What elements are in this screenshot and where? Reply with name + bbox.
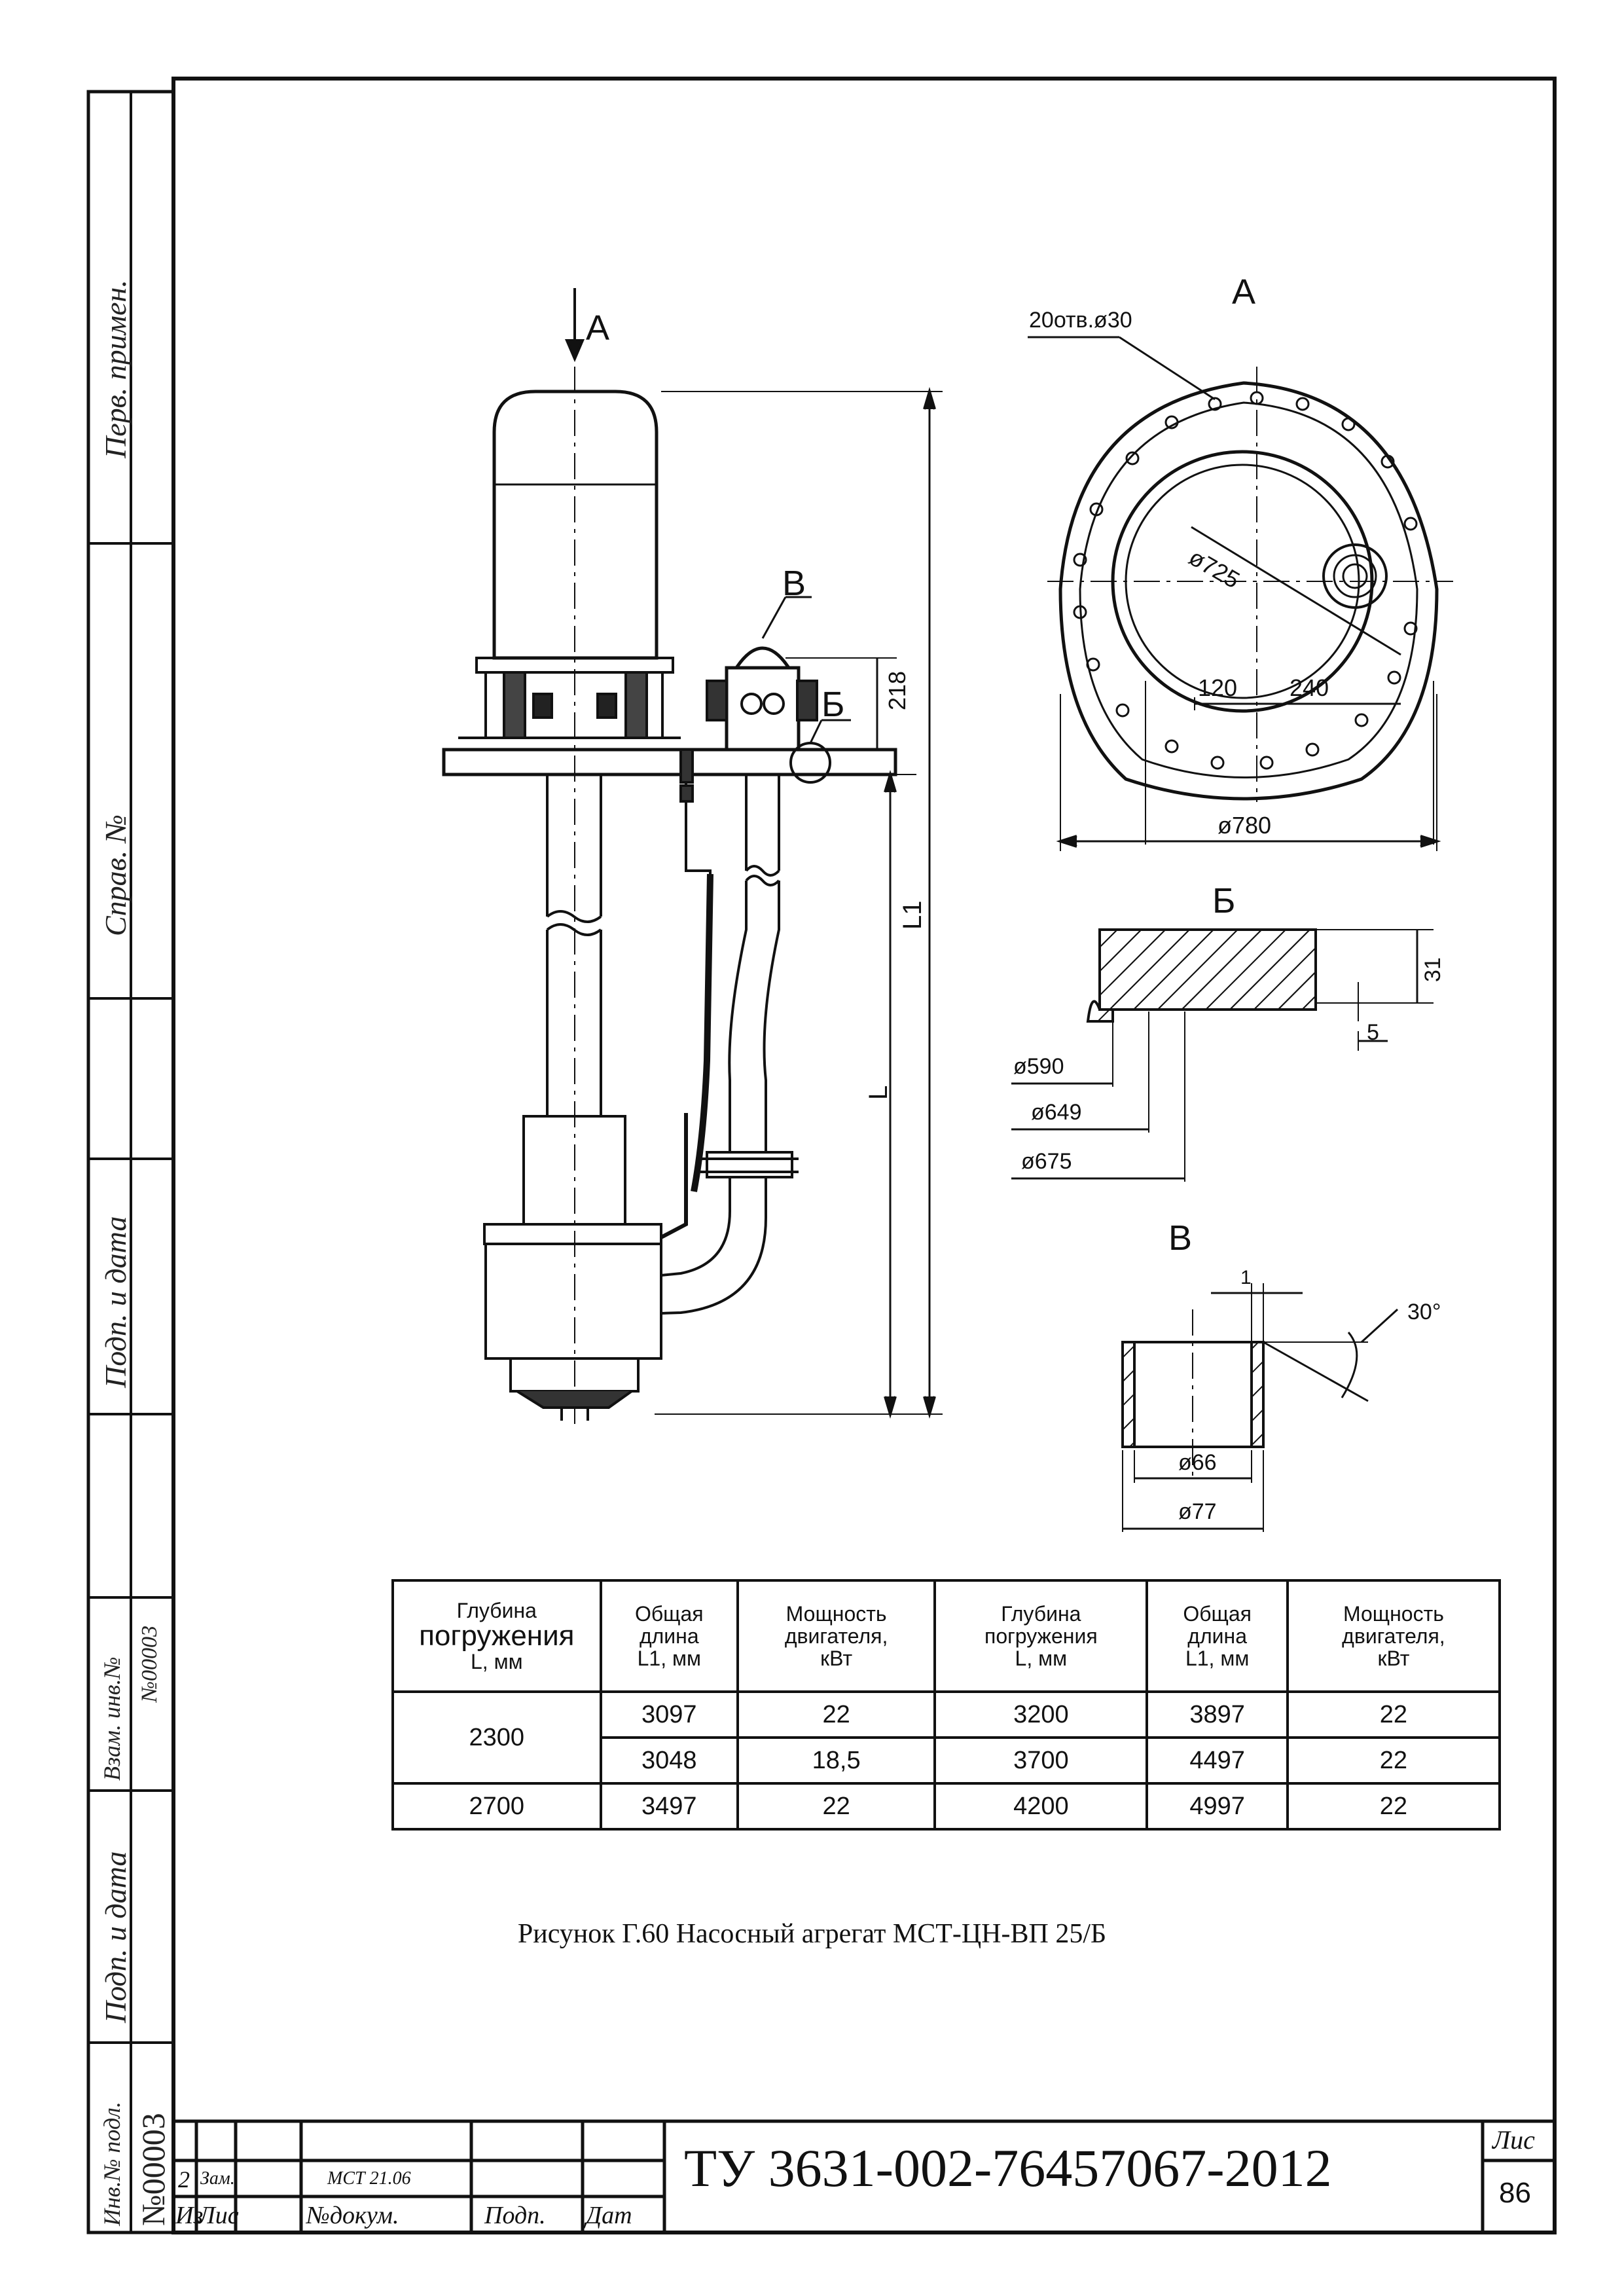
header-power: Мощность двигателя, кВт [736,1579,937,1693]
dim-L-label: L [864,1085,893,1100]
cell-length-2: 4497 [1146,1736,1289,1785]
view-a-arrow-label: А [586,308,610,348]
view-b-section [1011,928,1434,1182]
dim-120-label: 120 [1198,674,1238,701]
sheet-label: Лис [1492,2125,1535,2155]
side-label-inv-no: №00003 [135,2113,171,2226]
dim-649-label: ø649 [1031,1100,1082,1125]
cell-power-2: 22 [1286,1782,1502,1831]
dim-1-label: 1 [1240,1267,1252,1288]
view-v-detail [1121,1283,1399,1532]
cell-length-2: 4997 [1146,1782,1289,1831]
main-assembly-view [442,288,943,1424]
bolt-holes [1073,391,1418,770]
change-doc-no: МСТ 21.06 [327,2168,411,2189]
table-header-row: Глубина погружения L, мм Общая длина L1,… [391,1579,1502,1693]
hdr-lis: Лис [198,2202,239,2229]
dim-66-label: ø66 [1178,1450,1217,1475]
header-depth: Глубина погружения L, мм [391,1579,602,1693]
document-code: ТУ 3631-002-76457067-2012 [684,2138,1332,2198]
cell-length-2: 3897 [1146,1690,1289,1739]
cell-power-2: 22 [1286,1736,1502,1785]
dim-L1-label: L1 [898,900,927,930]
dim-5-label: 5 [1367,1020,1379,1045]
dim-218-label: 218 [884,670,911,710]
side-label-sprav-no: Справ. № [99,814,132,936]
change-no: 2 [178,2166,190,2193]
callout-v-label: В [782,564,806,603]
view-b-title: Б [1212,881,1236,920]
sheet-number: 86 [1499,2177,1531,2209]
cell-depth-2: 3700 [933,1736,1149,1785]
header-length-2: Общая длина L1, мм [1146,1579,1289,1693]
cell-depth: 2300 [391,1690,602,1785]
cell-power: 18,5 [736,1736,937,1785]
dim-77-label: ø77 [1178,1499,1217,1524]
cell-power-2: 22 [1286,1690,1502,1739]
table-row: 3048 18,5 3700 4497 22 [393,1736,1502,1785]
side-label-podp-data-1: Подп. и дата [99,1216,132,1388]
view-a-flange [1028,336,1453,851]
hdr-dokum: №докум. [306,2202,399,2229]
dim-675-label: ø675 [1021,1149,1072,1174]
side-label-perv-primen: Перв. примен. [99,280,132,458]
callout-b-label: Б [821,685,845,724]
hdr-iz: Из [175,2202,204,2229]
cell-depth-2: 4200 [933,1782,1149,1831]
cell-power: 22 [736,1690,937,1739]
dim-590-label: ø590 [1013,1054,1064,1079]
dim-240-label: 240 [1290,674,1329,701]
view-a-title: А [1232,272,1256,312]
figure-caption: Рисунок Г.60 Насосный агрегат МСТ-ЦН-ВП … [517,1919,1107,1949]
header-depth-2: Глубина погружения L, мм [933,1579,1149,1693]
spec-table: Глубина погружения L, мм Общая длина L1,… [391,1579,1502,1831]
table-row: 2700 3497 22 4200 4997 22 [391,1782,1502,1831]
holes-label: 20отв.ø30 [1029,308,1132,333]
header-length: Общая длина L1, мм [599,1579,740,1693]
hdr-dat: Дат [586,2202,632,2229]
cell-depth-2: 3200 [933,1690,1149,1739]
cell-depth: 2700 [391,1782,602,1831]
cell-power: 22 [736,1782,937,1831]
dim-31-label: 31 [1420,957,1445,982]
angle-30-label: 30° [1407,1300,1441,1324]
cell-length: 3097 [599,1690,740,1739]
hdr-podp: Подп. [484,2202,546,2229]
side-label-inv-podl: Инв.№ подл. [99,2102,125,2226]
view-v-title: В [1168,1218,1193,1258]
change-type: Зам. [200,2168,235,2189]
dim-780-label: ø780 [1218,812,1272,839]
cell-length: 3497 [599,1782,740,1831]
sheet-frame [86,77,1557,2234]
side-label-vzam-inv-no: №00003 [137,1625,162,1702]
table-row: 2300 3097 22 3200 3897 22 [391,1690,1502,1785]
cell-length: 3048 [599,1736,740,1785]
title-block-frame [173,2119,1555,2232]
side-label-vzam-inv: Взам. инв.№ [99,1656,125,1781]
header-power-2: Мощность двигателя, кВт [1286,1579,1502,1693]
